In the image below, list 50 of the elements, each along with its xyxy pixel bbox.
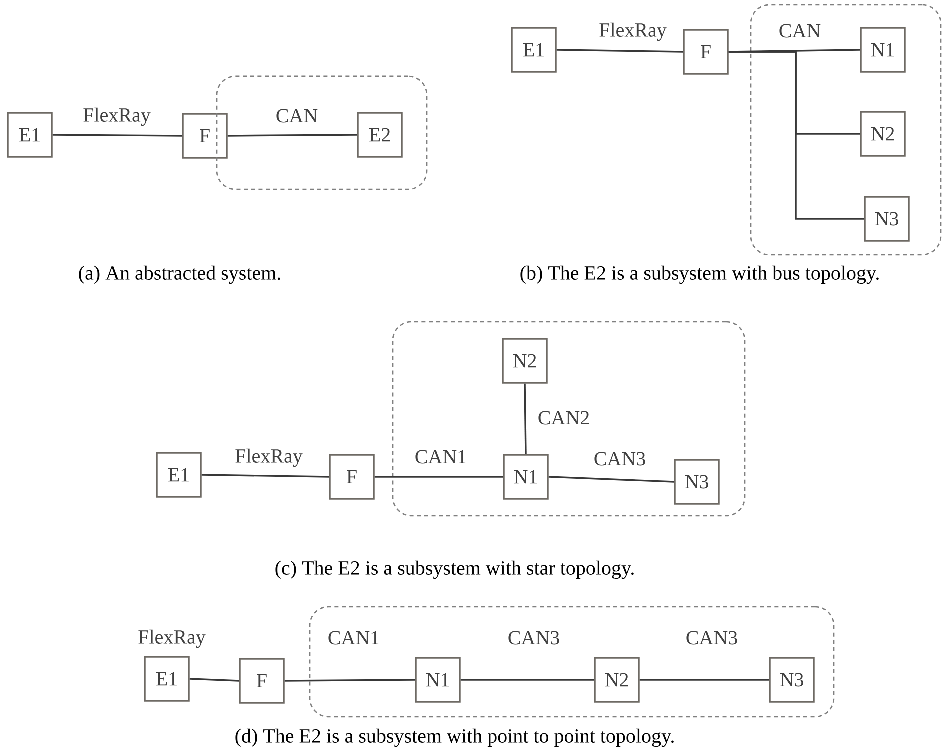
edge-label: CAN3	[506, 630, 562, 646]
connector-line	[556, 49, 684, 53]
node-box: N3	[674, 459, 720, 505]
subfigure-caption: (c) The E2 is a subsystem with star topology.	[276, 560, 634, 580]
connector-line	[284, 679, 416, 682]
connector-line	[524, 384, 527, 454]
node-box: E1	[144, 656, 190, 702]
node-box: N2	[502, 338, 548, 384]
connector-line	[52, 134, 182, 137]
node-box: N3	[864, 196, 910, 242]
connector-line	[548, 476, 674, 483]
edge-label: CAN	[274, 108, 320, 124]
connector-line	[202, 474, 330, 478]
edge-label: FlexRay	[234, 448, 304, 468]
node-box: N2	[594, 657, 640, 703]
node-box: E1	[156, 452, 202, 498]
edge-label: CAN3	[684, 630, 740, 646]
edge-label: FlexRay	[598, 22, 668, 42]
edge-label: CAN1	[326, 630, 382, 646]
edge-label: CAN3	[592, 450, 648, 468]
connector-line	[460, 679, 594, 681]
node-box: N3	[769, 657, 815, 703]
node-box: E1	[511, 27, 557, 73]
dashed-group-outline	[216, 76, 428, 190]
edge-label: CAN1	[414, 448, 468, 466]
subfigure-caption: (a) An abstracted system.	[79, 266, 280, 284]
node-box: E1	[7, 112, 53, 158]
dashed-group-outline	[309, 606, 835, 718]
node-box: N1	[860, 27, 906, 73]
node-box: F	[683, 29, 729, 75]
edge-label: CAN2	[536, 410, 592, 426]
edge-label: FlexRay	[82, 106, 152, 128]
node-box: N1	[415, 657, 461, 703]
node-box: F	[182, 113, 228, 159]
connector-line	[640, 679, 770, 681]
connector-line	[728, 51, 864, 220]
dashed-group-outline	[392, 321, 746, 517]
dashed-group-outline	[750, 4, 942, 256]
subfigure-caption: (b) The E2 is a subsystem with bus topology.	[520, 266, 879, 284]
node-box: F	[329, 454, 375, 500]
connector-line	[190, 678, 240, 682]
subfigure-caption: (d) The E2 is a subsystem with point to point topology.	[236, 728, 674, 748]
node-box: E2	[357, 112, 403, 158]
node-box: N1	[503, 454, 549, 500]
connector-line	[228, 134, 358, 137]
edge-label: CAN	[778, 22, 822, 40]
connector-line	[374, 476, 504, 478]
node-box: N2	[860, 111, 906, 157]
node-box: F	[239, 658, 285, 704]
edge-label: FlexRay	[136, 628, 208, 650]
